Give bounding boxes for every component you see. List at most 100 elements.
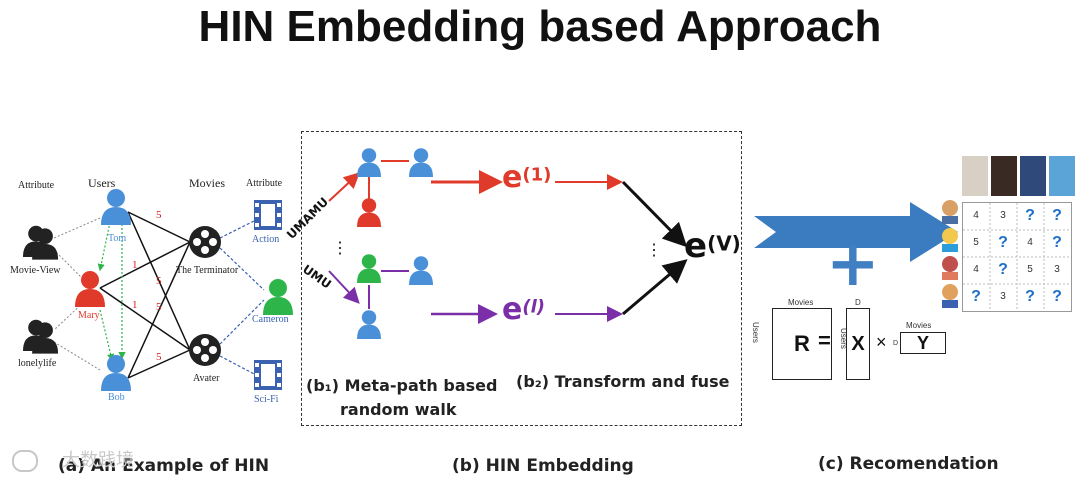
- edge-rating: 1: [132, 259, 138, 271]
- user-movie-edges: [99, 211, 191, 379]
- matrix-x: X: [846, 308, 870, 380]
- avatar-icon: [942, 200, 958, 224]
- matrix-cell: ?: [1052, 234, 1062, 251]
- ellipsis-right: ⋮: [646, 242, 662, 259]
- label-movies-y: Movies: [906, 321, 932, 330]
- embedding-base: e: [502, 292, 523, 327]
- walk-user-icon: [409, 256, 433, 285]
- attr-label-cameron: Cameron: [252, 314, 289, 325]
- label-d-x: D: [855, 298, 861, 307]
- caption-panel-c: (c) Recomendation: [818, 454, 999, 474]
- edge-rating: 5: [156, 275, 162, 287]
- film-strip-icon-scifi: [254, 360, 282, 390]
- label-users-r: Users: [751, 322, 760, 343]
- big-blue-arrow: [754, 202, 958, 262]
- attribute-edges-left: [53, 217, 101, 371]
- header-attribute-right: Attribute: [246, 178, 283, 189]
- plus-symbol: +: [826, 227, 880, 301]
- matrix-cell: 5: [1027, 264, 1033, 275]
- header-movies: Movies: [189, 176, 225, 190]
- user-user-edges: [97, 221, 126, 362]
- edge-rating: 5: [156, 301, 162, 313]
- embedding-el: e(l): [502, 292, 545, 327]
- times-sign: ×: [876, 332, 887, 352]
- watermark-logo-icon: [12, 450, 38, 472]
- embedding-base: e: [502, 160, 523, 195]
- edge-rating: 5: [156, 209, 162, 221]
- ellipsis-left: ⋮: [332, 240, 348, 257]
- avatar-icon: [942, 284, 958, 308]
- caption-panel-a: (a) An Example of HIN: [58, 456, 270, 476]
- label-d-y: D: [893, 340, 899, 347]
- equals-sign: =: [818, 328, 831, 353]
- embedding-e1: e(1): [502, 160, 551, 195]
- header-attribute-left: Attribute: [18, 180, 55, 191]
- embedding-sup-v: (V): [707, 231, 741, 256]
- matrix-cell: 4: [973, 264, 979, 275]
- watermark: 大数践境: [12, 446, 134, 472]
- attribute-group-icon-movieview: [23, 225, 59, 260]
- user-icon-bob: [101, 355, 131, 391]
- hin-example-graph: 5 1 5 1 5 5: [23, 189, 293, 391]
- movie-label-avater: Avater: [193, 373, 220, 384]
- walk-user-icon: [357, 148, 381, 177]
- edge-ratings: 5 1 5 1 5 5: [132, 209, 162, 363]
- matrix-cell: 3: [1054, 264, 1060, 275]
- caption-panel-b: (b) HIN Embedding: [452, 456, 634, 476]
- step-b1-line1: (b₁) Meta-path based: [306, 376, 498, 395]
- matrix-cell: ?: [1052, 288, 1062, 305]
- avatar-icon: [942, 228, 958, 252]
- matrix-y: Y: [900, 332, 946, 354]
- attribute-group-icon-lonelylife: [23, 319, 59, 354]
- embedding-sup-l: (l): [522, 296, 545, 318]
- attr-label-lonelylife: lonelylife: [18, 358, 57, 369]
- movie-poster-2: [991, 156, 1017, 196]
- matrix-cell: ?: [1052, 207, 1062, 224]
- matrix-cell: ?: [1025, 207, 1035, 224]
- rating-matrix: 4 3 ? ? 5 ? 4 ? 4 ? 5 3 ? 3 ? ?: [962, 202, 1072, 312]
- matrix-cell: 5: [973, 237, 979, 248]
- embedding-ev: e(V): [684, 226, 741, 266]
- matrix-cell: ?: [998, 261, 1008, 278]
- avatar-icon: [942, 256, 958, 280]
- user-label-tom: Tom: [108, 233, 127, 244]
- step-b2-label: (b₂) Transform and fuse: [516, 372, 730, 391]
- film-strip-icon-action: [254, 200, 282, 230]
- matrix-cell: ?: [971, 288, 981, 305]
- matrix-cell: 4: [1027, 237, 1033, 248]
- matrix-cell: 4: [973, 210, 979, 221]
- attr-label-scifi: Sci-Fi: [254, 394, 279, 405]
- person-icon-cameron: [263, 279, 293, 315]
- attribute-edges-right: [219, 219, 265, 376]
- movie-poster-1: [962, 156, 988, 196]
- matrix-user-avatars: [942, 200, 958, 308]
- movie-poster-3: [1020, 156, 1046, 196]
- hin-embedding-box: [301, 131, 742, 426]
- walk-user-icon: [357, 198, 381, 227]
- embedding-base: e: [684, 226, 708, 266]
- film-reel-icon-terminator: [189, 226, 221, 258]
- movie-poster-4: [1049, 156, 1075, 196]
- embedding-sup-1: (1): [522, 164, 552, 186]
- attr-label-action: Action: [252, 234, 280, 245]
- matrix-cell: ?: [1025, 288, 1035, 305]
- walk-user-icon: [357, 310, 381, 339]
- user-icon-tom: [101, 189, 131, 225]
- step-b1-label: (b₁) Meta-path based random walk: [306, 374, 497, 422]
- watermark-text: 大数践境: [62, 450, 134, 471]
- label-movies-r: Movies: [788, 298, 814, 307]
- header-users: Users: [88, 176, 116, 190]
- hin-embedding-diagram: [328, 148, 688, 339]
- walk-user-icon: [357, 254, 381, 283]
- page-title: HIN Embedding based Approach: [198, 2, 882, 51]
- matrix-cell: 3: [1000, 210, 1006, 221]
- edge-rating: 1: [132, 299, 138, 311]
- movie-label-terminator: The Terminator: [176, 265, 239, 276]
- step-b1-line2: random walk: [340, 400, 457, 419]
- user-label-mary: Mary: [78, 310, 100, 321]
- attr-label-movieview: Movie-View: [10, 265, 61, 276]
- walk-user-icon: [409, 148, 433, 177]
- edge-rating: 5: [156, 351, 162, 363]
- matrix-r: R: [772, 308, 832, 380]
- matrix-cell: 3: [1000, 291, 1006, 302]
